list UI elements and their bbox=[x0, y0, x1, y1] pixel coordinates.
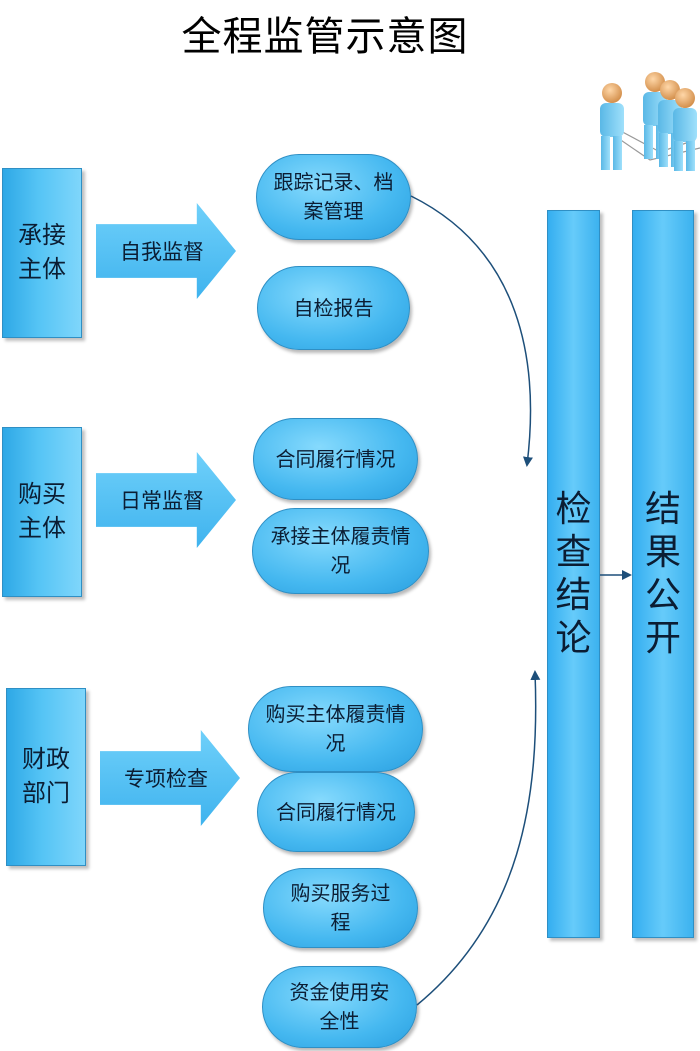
item-contract-performance-1: 合同履行情况 bbox=[253, 418, 418, 500]
arrow-special-inspection-label: 专项检查 bbox=[124, 767, 208, 791]
item-contract-performance-2: 合同履行情况 bbox=[257, 772, 415, 852]
item-contract-performance-2-label: 合同履行情况 bbox=[276, 799, 396, 824]
item-purchaser-duty-label: 购买主体履责情况 bbox=[265, 702, 406, 755]
item-service-process: 购买服务过程 bbox=[263, 868, 418, 948]
item-fund-safety-label: 资金使用安全性 bbox=[289, 980, 390, 1033]
item-self-check-report: 自检报告 bbox=[257, 266, 410, 350]
entity-finance: 财政部门 bbox=[6, 688, 86, 866]
arrow-self-supervision-label: 自我监督 bbox=[120, 240, 204, 264]
entity-finance-label: 财政部门 bbox=[22, 745, 70, 807]
entity-purchaser: 购买主体 bbox=[2, 427, 82, 597]
entity-purchaser-label: 购买主体 bbox=[18, 480, 66, 542]
result-disclosure: 结果公开 bbox=[632, 210, 694, 938]
curve-tracking-to-conclusion bbox=[410, 195, 533, 467]
item-tracking-records: 跟踪记录、档案管理 bbox=[256, 154, 411, 240]
item-tracking-records-label: 跟踪记录、档案管理 bbox=[273, 170, 394, 223]
entity-contractor: 承接主体 bbox=[2, 168, 82, 338]
arrow-daily-supervision-label: 日常监督 bbox=[120, 489, 204, 513]
item-self-check-report-label: 自检报告 bbox=[293, 295, 374, 320]
curve-fund-to-conclusion bbox=[416, 670, 541, 1006]
result-conclusion: 检查结论 bbox=[547, 210, 600, 938]
people-group-icon bbox=[600, 72, 700, 171]
item-contractor-duty-label: 承接主体履责情况 bbox=[270, 524, 411, 577]
item-service-process-label: 购买服务过程 bbox=[290, 881, 391, 934]
entity-contractor-label: 承接主体 bbox=[18, 221, 66, 283]
result-disclosure-label: 结果公开 bbox=[644, 488, 681, 660]
page-title: 全程监管示意图 bbox=[181, 14, 469, 60]
item-purchaser-duty: 购买主体履责情况 bbox=[248, 686, 423, 772]
item-contract-performance-1-label: 合同履行情况 bbox=[275, 446, 396, 471]
item-contractor-duty: 承接主体履责情况 bbox=[252, 508, 429, 594]
result-conclusion-label: 检查结论 bbox=[555, 488, 592, 660]
item-fund-safety: 资金使用安全性 bbox=[262, 966, 417, 1048]
